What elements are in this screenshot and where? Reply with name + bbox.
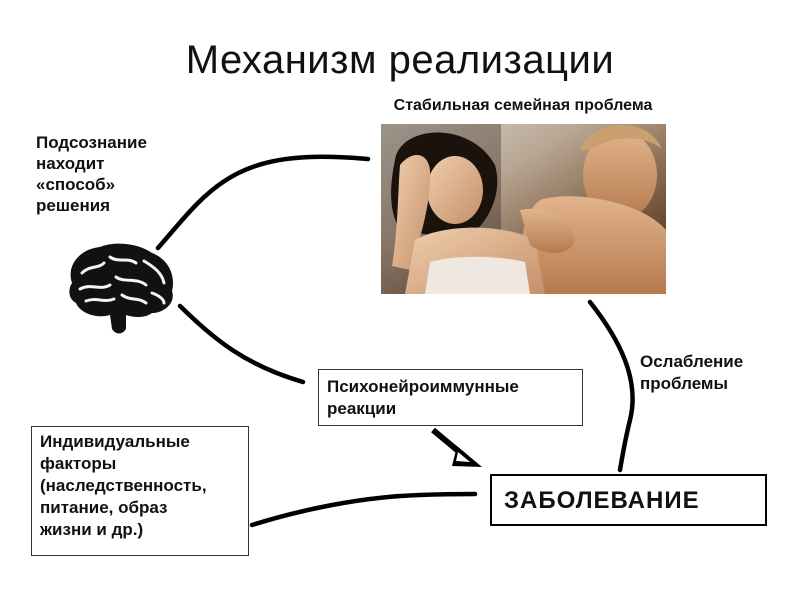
disease-box: ЗАБОЛЕВАНИЕ xyxy=(490,474,767,526)
connector-brain-psycho xyxy=(177,303,306,385)
subconscious-line: Подсознание xyxy=(36,133,147,152)
couple-photo xyxy=(381,124,666,294)
brain-icon xyxy=(69,243,174,334)
arrow-psycho-disease xyxy=(431,427,482,467)
subconscious-line: «способ» xyxy=(36,175,116,194)
connector-photo-disease xyxy=(587,299,635,473)
factors-line: (наследственность, xyxy=(40,476,207,495)
connector-brain-photo xyxy=(155,154,371,251)
factors-line: Индивидуальные xyxy=(40,432,190,451)
weakening-line: проблемы xyxy=(640,374,729,393)
factors-line: жизни и др.) xyxy=(40,520,144,539)
subconscious-line: решения xyxy=(36,196,111,215)
individual-factors-box: Индивидуальные факторы (наследственность… xyxy=(31,426,249,556)
weakening-label: Ослабление проблемы xyxy=(640,351,743,395)
psycho-line: реакции xyxy=(327,399,397,418)
psycho-line: Психонейроиммунные xyxy=(327,377,519,396)
connector-factors-disease xyxy=(249,491,478,528)
subconscious-line: находит xyxy=(36,154,105,173)
factors-line: факторы xyxy=(40,454,117,473)
psychoneuroimmune-box: Психонейроиммунные реакции xyxy=(318,369,583,426)
weakening-line: Ослабление xyxy=(640,352,744,371)
photo-caption: Стабильная семейная проблема xyxy=(393,97,653,114)
page-title: Механизм реализации xyxy=(185,38,615,82)
subconscious-label: Подсознание находит «способ» решения xyxy=(36,132,147,216)
factors-line: питание, образ xyxy=(40,498,168,517)
